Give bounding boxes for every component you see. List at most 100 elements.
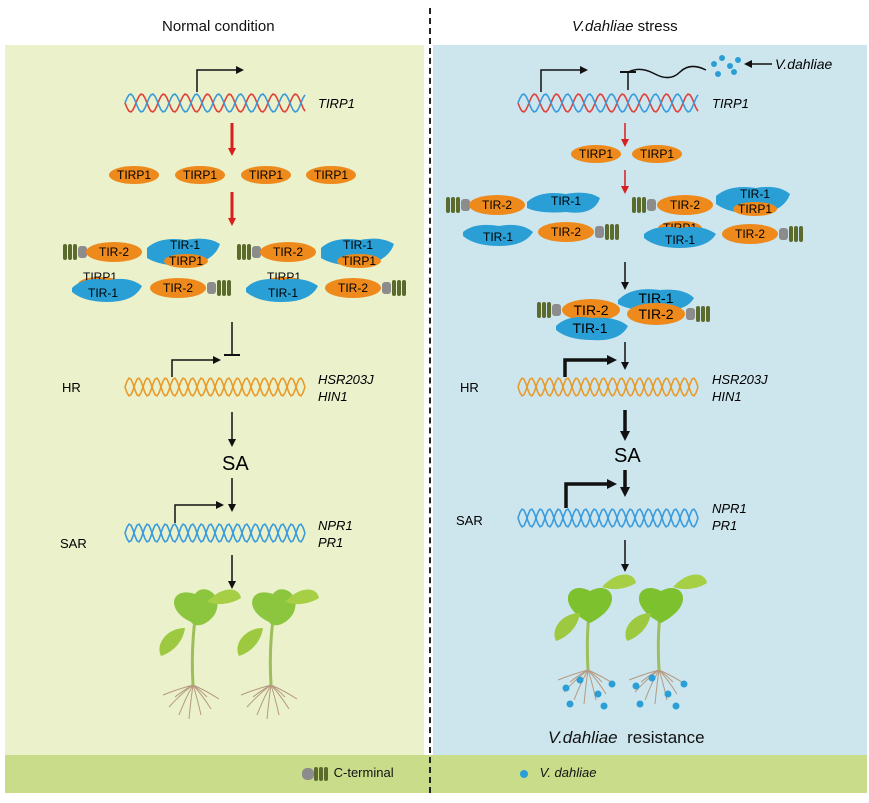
pathogen-cluster bbox=[711, 55, 741, 77]
plant-icon bbox=[237, 589, 319, 720]
process-label-sar-right: SAR bbox=[456, 513, 483, 528]
gene-label-pr1-left: PR1 bbox=[318, 535, 343, 550]
tirp1-monomer: TIRP1 bbox=[109, 166, 159, 184]
right-title-rest: stress bbox=[633, 18, 678, 35]
dna-strand bbox=[517, 508, 699, 528]
promoter-arrow-hr-left bbox=[171, 356, 221, 377]
pathogen-label: V.dahliae bbox=[775, 56, 833, 72]
c-terminal-icon bbox=[632, 197, 656, 213]
plant-root bbox=[162, 684, 194, 696]
tir-complex-left-b: TIR-2 TIR-1 TIRP1 TIRP1 TIR-1 TIR-2 bbox=[237, 238, 406, 302]
svg-text:TIR-1: TIR-1 bbox=[573, 320, 608, 336]
tirp1-monomer: TIRP1 bbox=[306, 166, 356, 184]
plant-leaf bbox=[252, 589, 296, 626]
left-panel-normal bbox=[5, 45, 424, 755]
plant-root bbox=[569, 669, 589, 683]
left-title: Normal condition bbox=[162, 18, 275, 35]
legend-pathogen-label: V. dahliae bbox=[539, 765, 597, 780]
plant-root bbox=[654, 669, 660, 705]
plant-leaf-small bbox=[207, 589, 241, 605]
result-label-pathogen: V.dahliae bbox=[548, 728, 618, 747]
svg-text:TIR-1: TIR-1 bbox=[665, 233, 695, 247]
process-label-sar-left: SAR bbox=[60, 536, 87, 551]
plant-root bbox=[240, 684, 272, 696]
c-terminal-icon bbox=[207, 280, 231, 296]
gene-label-pr1-right: PR1 bbox=[712, 518, 737, 533]
pathogen-dot-icon bbox=[520, 769, 528, 778]
inhibition-pathogen-right bbox=[627, 65, 707, 79]
plant-root bbox=[587, 669, 607, 695]
plant-root bbox=[573, 669, 589, 701]
process-label-hr-right: HR bbox=[460, 380, 479, 395]
plant-root bbox=[178, 684, 194, 716]
dna-strand bbox=[124, 93, 306, 113]
c-terminal-icon bbox=[237, 244, 261, 260]
svg-text:TIR-1: TIR-1 bbox=[551, 194, 581, 208]
gene-label-hin1-right: HIN1 bbox=[712, 389, 742, 404]
svg-text:TIR-2: TIR-2 bbox=[163, 281, 193, 295]
gene-label-npr1-right: NPR1 bbox=[712, 501, 747, 516]
promoter-arrow-hr-right bbox=[563, 355, 617, 377]
svg-text:TIR-2: TIR-2 bbox=[482, 198, 512, 212]
svg-text:TIRP1: TIRP1 bbox=[183, 168, 217, 182]
plant-root bbox=[192, 684, 212, 710]
process-label-sa-right: SA bbox=[614, 445, 641, 467]
legend-c-terminal-label: C-terminal bbox=[333, 765, 394, 780]
svg-text:TIR-2: TIR-2 bbox=[735, 227, 765, 241]
c-terminal-icon bbox=[302, 766, 328, 781]
plant-root bbox=[270, 684, 290, 710]
tir-complex-right-dimer: TIR-2 TIR-1 TIR-1 TIR-2 bbox=[537, 289, 710, 341]
svg-text:TIRP1: TIRP1 bbox=[640, 147, 674, 161]
svg-text:TIRP1: TIRP1 bbox=[249, 168, 283, 182]
plant-icon bbox=[625, 574, 707, 705]
svg-text:TIR-2: TIR-2 bbox=[574, 302, 609, 318]
plant-leaf-small bbox=[602, 574, 636, 590]
dna-hr-left bbox=[124, 377, 306, 397]
plant-root bbox=[587, 669, 603, 683]
dna-sar-left bbox=[124, 523, 306, 543]
promoter-arrow-tirp1-right bbox=[540, 66, 588, 92]
process-label-hr-left: HR bbox=[62, 380, 81, 395]
plant-icon bbox=[159, 589, 241, 720]
tir-complex-right-a: TIR-2 TIR-1 TIR-1 TIR-2 bbox=[446, 192, 619, 246]
promoter-arrow-sar-right bbox=[564, 479, 617, 508]
svg-text:TIR-1: TIR-1 bbox=[343, 238, 373, 252]
svg-text:TIRP1: TIRP1 bbox=[738, 202, 772, 216]
svg-text:TIR-1: TIR-1 bbox=[88, 286, 118, 300]
legend-bar bbox=[5, 755, 867, 793]
plant-root bbox=[270, 684, 280, 716]
plant-leaf-small bbox=[554, 613, 580, 641]
svg-text:TIR-2: TIR-2 bbox=[670, 198, 700, 212]
plant-root bbox=[192, 684, 202, 716]
plant-leaf-small bbox=[625, 613, 651, 641]
svg-text:TIRP1: TIRP1 bbox=[342, 254, 376, 268]
legend-pathogen: V. dahliae bbox=[520, 765, 596, 780]
plant-root bbox=[256, 684, 272, 716]
plant-leaf-small bbox=[237, 628, 263, 656]
right-title-pathogen: V.dahliae bbox=[572, 18, 634, 35]
svg-text:TIR-1: TIR-1 bbox=[639, 290, 674, 306]
tirp1-monomer: TIRP1 bbox=[175, 166, 225, 184]
svg-text:TIR-2: TIR-2 bbox=[551, 225, 581, 239]
plant-stem bbox=[268, 619, 275, 686]
plant-root bbox=[628, 669, 660, 681]
svg-text:TIR-2: TIR-2 bbox=[338, 281, 368, 295]
plant-root bbox=[644, 669, 660, 701]
svg-text:TIR-1: TIR-1 bbox=[170, 238, 200, 252]
plant-leaf bbox=[174, 589, 218, 626]
dna-strand bbox=[124, 523, 306, 543]
legend-c-terminal: C-terminal bbox=[300, 765, 394, 782]
plant-root bbox=[174, 684, 194, 698]
tirp1-monomer: TIRP1 bbox=[571, 145, 621, 163]
plant-root bbox=[557, 669, 589, 681]
dna-tirp1-right bbox=[517, 93, 699, 113]
plant-root bbox=[658, 669, 674, 683]
svg-text:TIRP1: TIRP1 bbox=[117, 168, 151, 182]
svg-text:TIR-2: TIR-2 bbox=[99, 245, 129, 259]
plant-root bbox=[188, 684, 194, 720]
dna-tirp1-left bbox=[124, 93, 306, 113]
plant-root bbox=[658, 669, 678, 695]
svg-text:TIRP1: TIRP1 bbox=[314, 168, 348, 182]
gene-label-tirp1-left: TIRP1 bbox=[318, 96, 355, 111]
